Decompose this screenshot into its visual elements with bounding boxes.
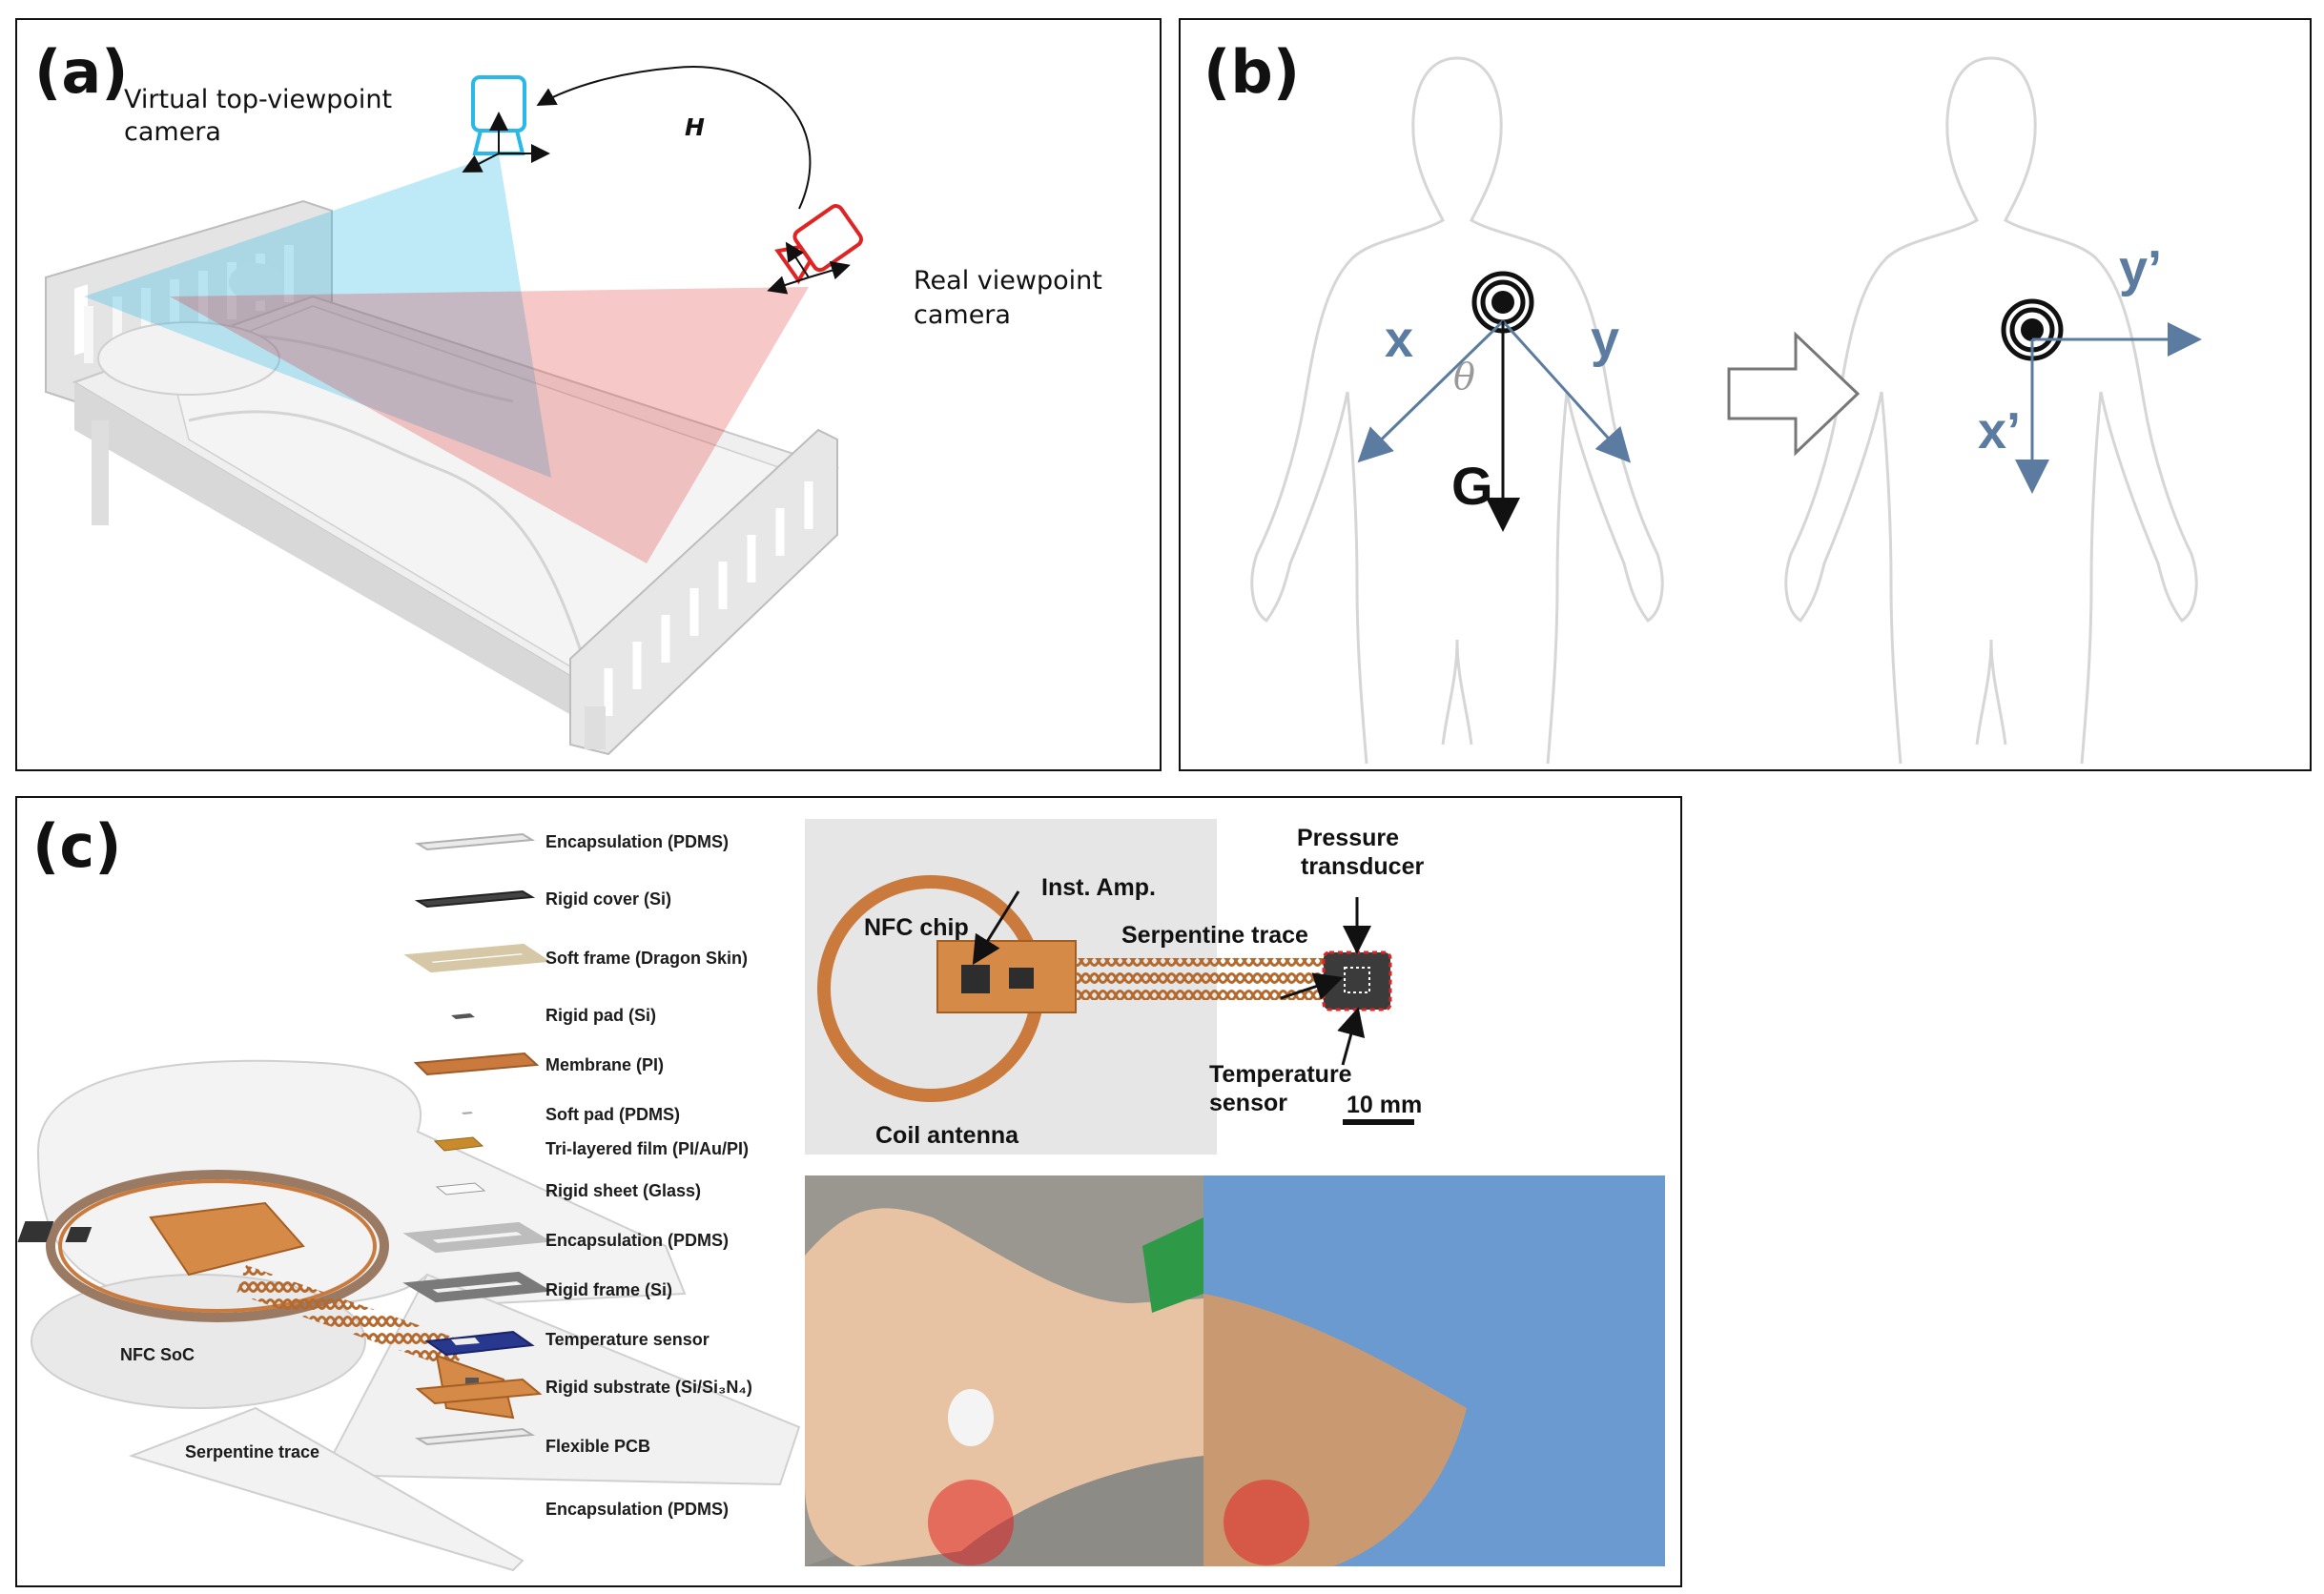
serpentine-photo-label: Serpentine trace [1121,922,1308,949]
layer-label: Soft frame (Dragon Skin) [545,949,749,968]
homography-arc [536,66,812,210]
scale-bar-label: 10 mm [1347,1092,1423,1118]
device-exploded-view [17,819,1665,1572]
axis-x-prime-label: x’ [1978,402,2022,460]
axis-y-prime-label: y’ [2119,240,2163,297]
panel-b-label: (b) [1203,37,1301,107]
layer-label: Rigid cover (Si) [545,889,672,909]
angle-label: θ [1453,356,1475,398]
panel-a: (a) Virtual top-viewpoint camera H Real … [15,18,1162,771]
ankle-photo [805,1175,1203,1566]
assembled-device-illustration [17,1059,801,1572]
virtual-camera-label-line2: camera [124,117,221,147]
transform-label: H [685,113,705,141]
real-camera-icon [767,204,864,295]
virtual-camera-icon [462,75,550,173]
nfc-chip-label: NFC chip [864,914,969,941]
layer-label: Membrane (PI) [545,1055,665,1074]
real-camera-label-line2: camera [914,300,1011,330]
leg-photo [1203,1175,1665,1566]
pressure-transducer-label-line1: Pressure [1297,825,1400,851]
layer-label: Rigid frame (Si) [545,1280,673,1299]
panel-c-label: (c) [32,811,122,881]
layer-label: Rigid sheet (Glass) [545,1181,702,1200]
panel-c: (c) Encapsulation (PDMS) Rigid cover (Si… [15,796,1682,1587]
virtual-camera-frustum [84,153,551,478]
body-orientation-diagram [1250,56,2202,765]
inst-amp-label: Inst. Amp. [1041,874,1156,901]
bed-icon [45,199,839,756]
axis-x-label: x [1385,311,1414,368]
layer-label: Encapsulation (PDMS) [545,1500,730,1519]
axis-x-arrow [1357,319,1505,463]
axis-y-label: y [1591,311,1620,368]
layer-icons [402,832,552,1446]
virtual-camera-label-line1: Virtual top-viewpoint [124,85,393,114]
coil-antenna-label: Coil antenna [875,1122,1019,1149]
layer-label: Encapsulation (PDMS) [545,1231,730,1250]
layer-label: Encapsulation (PDMS) [545,832,730,851]
layer-label: Soft pad (PDMS) [545,1105,680,1124]
body-outline-left [1250,56,1664,765]
layer-label: Tri-layered film (PI/Au/PI) [545,1139,750,1158]
serpentine-trace-label: Serpentine trace [185,1442,320,1461]
nfc-soc-label: NFC SoC [120,1345,195,1364]
temperature-sensor-label-line1: Temperature [1209,1061,1352,1088]
transition-arrow-icon [1727,331,1861,457]
gravity-label: G [1451,456,1493,516]
real-camera-label-line1: Real viewpoint [914,266,1102,296]
layer-label: Temperature sensor [545,1330,710,1349]
sensor-target-left-icon [1471,271,1534,334]
bed-camera-illustration [45,66,864,756]
layer-label: Rigid pad (Si) [545,1006,656,1025]
pressure-transducer-label-line2: transducer [1301,853,1425,880]
device-photo-drawing [817,875,1414,1125]
panel-b: (b) x y θ G y’ x’ [1179,18,2312,771]
layer-label: Rigid substrate (Si/Si₃N₄) [545,1378,752,1397]
axis-y-arrow [1501,319,1632,463]
panel-a-label: (a) [34,37,129,107]
body-outline-right [1784,56,2198,765]
real-camera-frustum [170,287,809,563]
layer-label: Flexible PCB [545,1437,651,1456]
temperature-sensor-label-line2: sensor [1209,1090,1287,1116]
